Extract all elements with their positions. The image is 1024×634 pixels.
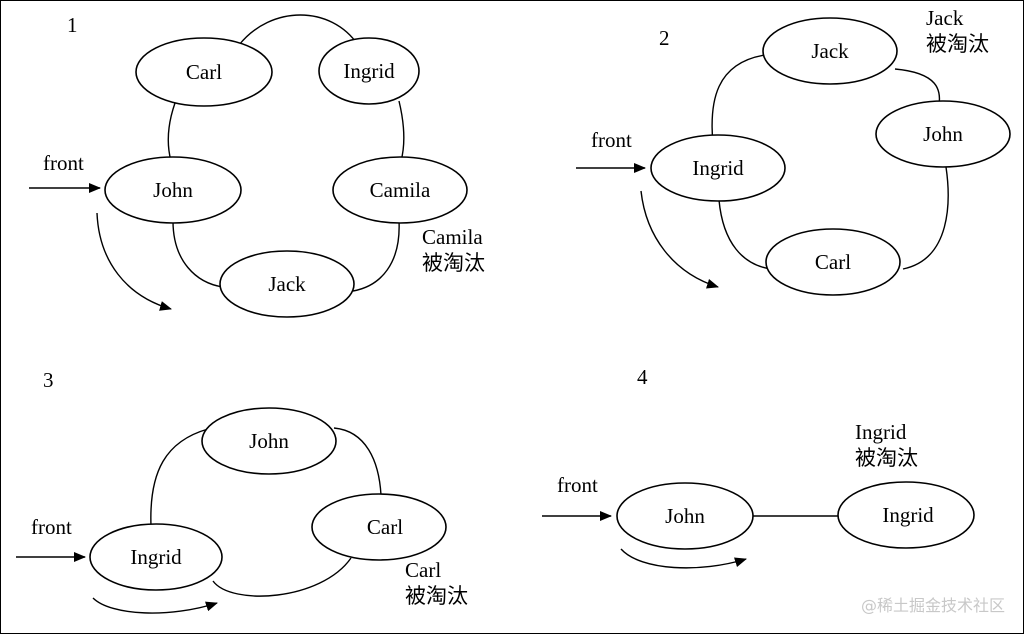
node-label: John	[923, 122, 963, 146]
node-label: Ingrid	[882, 503, 934, 527]
node-label: John	[665, 504, 705, 528]
link-carl-ingrid	[238, 14, 359, 46]
link-ingrid-camila	[398, 100, 405, 162]
node-ellipse	[89, 523, 223, 591]
link-jack-john	[894, 68, 941, 106]
node-label: John	[249, 429, 289, 453]
node-ellipse	[332, 156, 468, 224]
eliminated-name: Ingrid	[855, 420, 907, 444]
panel-number: 3	[43, 368, 54, 392]
node-label: Camila	[370, 178, 431, 202]
node-label: Carl	[186, 60, 222, 84]
front-label: front	[43, 151, 84, 175]
link-john-ingrid	[150, 428, 209, 527]
direction-arrow	[640, 190, 719, 289]
link-jack-ingrid	[711, 54, 766, 145]
panel-number: 1	[67, 13, 78, 37]
direction-arrow	[620, 548, 747, 569]
eliminated-name: Jack	[926, 6, 964, 30]
direction-arrow	[96, 212, 172, 311]
node-ellipse	[762, 17, 898, 85]
node-ellipse	[875, 100, 1011, 168]
node-label: Ingrid	[692, 156, 744, 180]
node-ellipse	[135, 37, 273, 107]
eliminated-name: Camila	[422, 225, 483, 249]
node-ellipse	[765, 228, 901, 296]
node-label: Jack	[268, 272, 306, 296]
eliminated-text: 被淘汰	[405, 584, 468, 608]
node-label: Carl	[815, 250, 851, 274]
link-john-carl	[902, 166, 949, 270]
node-ellipse	[837, 481, 975, 549]
panel-3: 3 John Carl Ingrid front Carl 被淘汰	[16, 368, 468, 614]
node-ellipse	[318, 37, 420, 105]
node-ellipse	[311, 493, 447, 561]
node-label: Ingrid	[343, 59, 395, 83]
eliminated-text: 被淘汰	[926, 32, 989, 56]
node-label: John	[153, 178, 193, 202]
node-ellipse	[650, 134, 786, 202]
link-ingrid-carl	[212, 557, 352, 597]
panel-number: 2	[659, 26, 670, 50]
link-carl-john	[167, 102, 176, 162]
eliminated-name: Carl	[405, 558, 441, 582]
panel-2: 2 Jack John Ingrid Carl front Jack 被淘汰	[576, 6, 1011, 296]
link-ingrid-carl	[718, 199, 772, 270]
eliminated-text: 被淘汰	[422, 251, 485, 275]
node-label: Ingrid	[130, 545, 182, 569]
panel-number: 4	[637, 365, 648, 389]
front-label: front	[31, 515, 72, 539]
front-label: front	[557, 473, 598, 497]
panel-1: 1 Carl Ingrid John Camila Jack front Cam…	[29, 13, 485, 318]
watermark-text: @稀土掘金技术社区	[861, 596, 1005, 615]
link-camila-jack	[352, 220, 400, 292]
direction-arrow	[92, 597, 218, 614]
node-ellipse	[104, 156, 242, 224]
link-john-carl	[333, 427, 382, 496]
link-john-jack	[172, 220, 224, 288]
node-label: Carl	[367, 515, 403, 539]
node-ellipse	[201, 407, 337, 475]
panel-4: 4 John Ingrid front Ingrid 被淘汰	[542, 365, 975, 569]
node-ellipse	[219, 250, 355, 318]
node-ellipse	[616, 482, 754, 550]
eliminated-text: 被淘汰	[855, 446, 918, 470]
node-label: Jack	[811, 39, 849, 63]
front-label: front	[591, 128, 632, 152]
